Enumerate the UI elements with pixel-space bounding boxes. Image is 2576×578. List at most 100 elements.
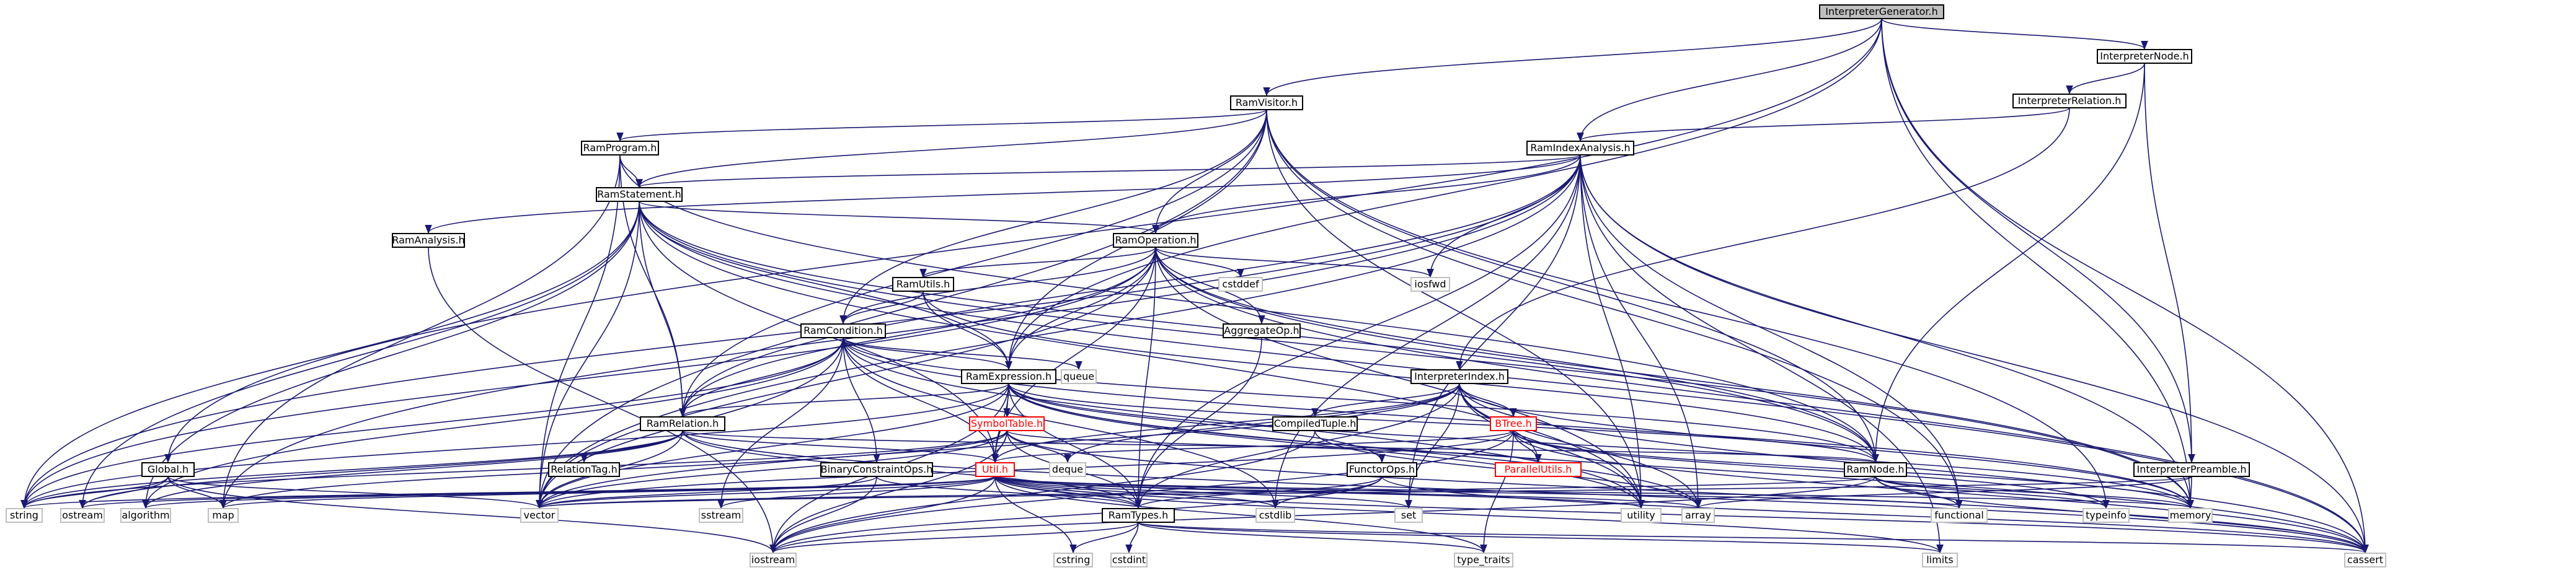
node-binary-constraint-ops[interactable]: BinaryConstraintOps.h [820,462,933,477]
node-label: RamAnalysis.h [392,234,464,246]
edge-btree-to-iostream [769,430,1514,554]
node-cstdlib: cstdlib [1255,508,1295,523]
node-iostream: iostream [750,553,797,567]
node-ram-visitor[interactable]: RamVisitor.h [1230,95,1303,110]
edge-symbol-table-to-iostream [769,430,1007,554]
node-label: type_traits [1457,554,1510,566]
edge-interpreter-generator-to-ram-visitor [1263,18,1882,97]
edge-util-to-cstring [994,476,1077,554]
node-label: RamStatement.h [597,188,681,200]
edge-ram-operation-to-iosfwd [1155,247,1434,278]
edge-binary-constraint-ops-to-iostream [769,476,877,554]
node-util[interactable]: Util.h [975,462,1015,477]
node-aggregate-op[interactable]: AggregateOp.h [1223,323,1301,338]
edge-ram-condition-to-utility [843,337,1645,509]
node-ram-index-analysis[interactable]: RamIndexAnalysis.h [1526,141,1634,155]
node-ram-utils[interactable]: RamUtils.h [892,277,954,292]
edge-ram-relation-to-algorithm [142,430,683,509]
edge-ram-condition-to-ram-expression [843,337,1012,370]
edge-btree-to-cassert [1513,430,2369,554]
edge-ram-visitor-to-ram-node [1266,109,1879,463]
node-label: RamCondition.h [803,325,883,336]
edge-interpreter-index-to-compiled-tuple [1311,383,1460,418]
edge-ram-utils-to-ram-node [923,291,1879,463]
node-interpreter-relation[interactable]: InterpreterRelation.h [2012,94,2127,108]
node-label: RamOperation.h [1115,234,1196,246]
node-box [1495,462,1582,477]
node-box [1922,553,1958,567]
node-ram-types[interactable]: RamTypes.h [1102,508,1175,523]
node-box [1218,277,1263,292]
edge-ram-operation-to-memory [1155,247,2194,509]
node-ram-expression[interactable]: RamExpression.h [961,369,1056,384]
edge-interpreter-generator-to-ram-index-analysis [1577,18,1882,142]
node-label: vector [524,509,555,521]
edge-util-to-cstdlib [994,476,1279,509]
node-box [548,462,620,477]
edge-ram-types-to-cassert [1138,522,2368,554]
edge-util-to-functional [994,476,1962,509]
node-map: map [208,508,239,523]
node-box [1049,462,1086,477]
node-ram-node[interactable]: RamNode.h [1844,462,1907,477]
node-box [1394,508,1423,523]
node-interpreter-node[interactable]: InterpreterNode.h [2097,49,2192,64]
edge-util-to-ostream [79,476,996,509]
edge-util-to-vector [536,476,996,509]
node-relation-tag[interactable]: RelationTag.h [548,462,620,477]
node-ram-analysis[interactable]: RamAnalysis.h [392,233,465,248]
edge-ram-expression-to-memory [1008,383,2194,509]
edge-ram-index-analysis-to-limits [1580,154,1944,554]
node-label: RamUtils.h [896,278,950,290]
node-btree[interactable]: BTree.h [1490,416,1537,431]
file-nodes: InterpreterGenerator.hRamVisitor.hInterp… [6,4,2386,567]
node-box [1102,508,1175,523]
node-box [699,508,743,523]
edge-ram-operation-to-string [20,247,1156,509]
node-ram-statement[interactable]: RamStatement.h [596,187,683,202]
node-box [640,416,725,431]
node-box [2012,94,2127,108]
edge-ram-expression-to-ram-relation [679,383,1009,418]
node-ram-program[interactable]: RamProgram.h [581,141,659,155]
node-box [800,323,886,338]
node-symbol-table[interactable]: SymbolTable.h [969,416,1045,431]
edge-interpreter-index-to-deque [1064,383,1460,463]
node-interpreter-preamble[interactable]: InterpreterPreamble.h [2133,462,2250,477]
edge-ram-expression-to-utility [1008,383,1645,509]
node-label: InterpreterRelation.h [2018,95,2122,107]
node-compiled-tuple[interactable]: CompiledTuple.h [1272,416,1358,431]
edge-ram-condition-to-queue [843,337,1082,370]
node-global[interactable]: Global.h [141,462,195,477]
node-label: BinaryConstraintOps.h [821,463,933,475]
node-parallel-utils[interactable]: ParallelUtils.h [1495,462,1582,477]
node-functor-ops[interactable]: FunctorOps.h [1347,462,1417,477]
node-queue: queue [1061,369,1097,384]
edge-interpreter-preamble-to-array [1694,476,2192,509]
node-string: string [6,508,43,523]
node-interpreter-generator[interactable]: InterpreterGenerator.h [1819,4,1944,19]
edge-interpreter-index-to-vector [536,383,1460,509]
node-deque: deque [1049,462,1086,477]
edge-util-to-sstream [717,476,996,509]
node-ram-relation[interactable]: RamRelation.h [640,416,725,431]
edge-ram-statement-to-string [20,201,640,509]
node-ram-condition[interactable]: RamCondition.h [800,323,886,338]
node-box [2168,508,2213,523]
edge-ram-index-analysis-to-map [219,154,1581,509]
node-box [2133,462,2250,477]
edge-ram-index-analysis-to-set [1405,154,1581,509]
node-label: RamNode.h [1846,463,1904,475]
node-label: FunctorOps.h [1349,463,1415,475]
node-box [1223,323,1301,338]
edge-ram-condition-to-string [20,337,844,509]
node-box [1110,553,1148,567]
edge-btree-to-parallel-utils [1513,430,1542,463]
node-box [208,508,239,523]
edge-ram-statement-to-memory [639,201,2194,509]
edge-ram-operation-to-ram-node [1155,247,1879,463]
node-ram-operation[interactable]: RamOperation.h [1113,233,1198,248]
node-interpreter-index[interactable]: InterpreterIndex.h [1410,369,1508,384]
edge-global-to-iostream [167,476,777,554]
